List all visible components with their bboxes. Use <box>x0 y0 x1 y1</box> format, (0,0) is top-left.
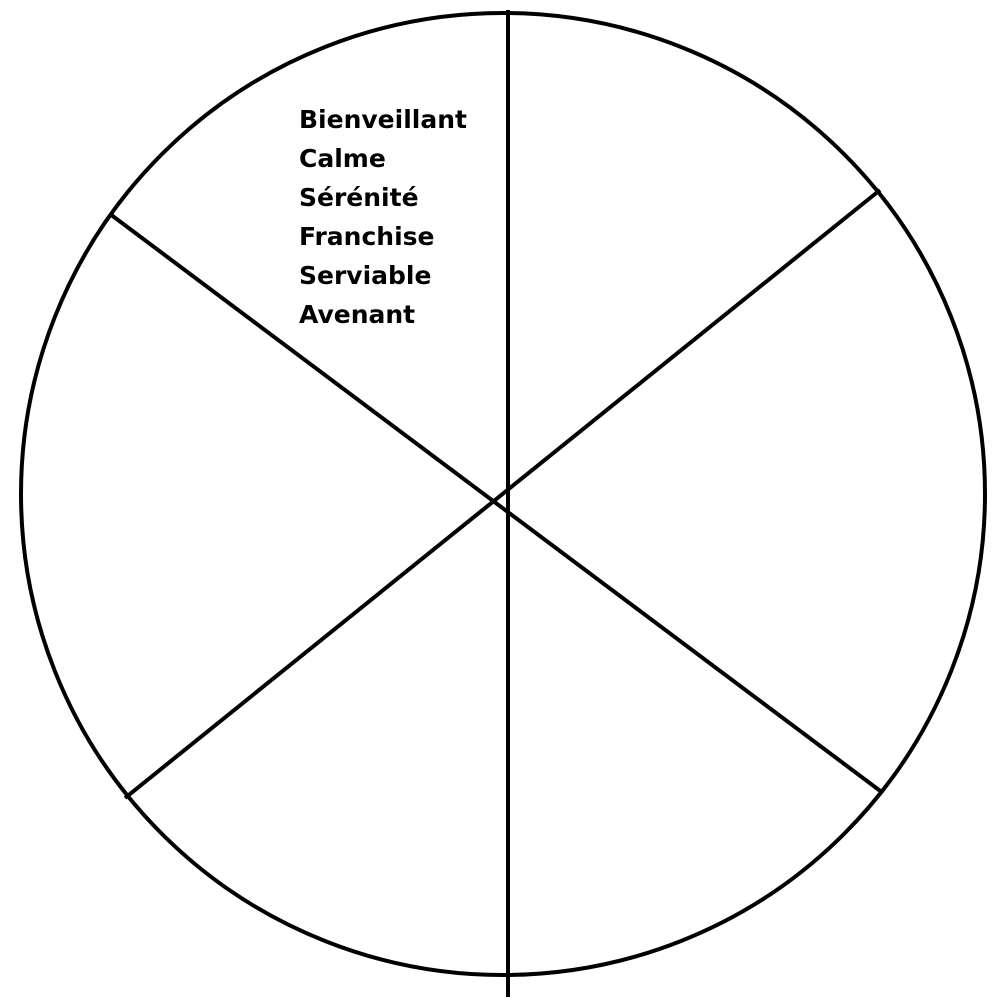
divider-diagonal-descending <box>108 212 885 795</box>
divider-diagonal-ascending <box>123 188 882 800</box>
sector-word: Bienveillant <box>299 105 467 134</box>
sector-word: Sérénité <box>299 183 419 212</box>
sector-word: Avenant <box>299 300 416 329</box>
sector-word: Calme <box>299 144 386 173</box>
sector-word-list: Bienveillant Calme Sérénité Franchise Se… <box>299 100 467 334</box>
sector-word: Serviable <box>299 261 432 290</box>
sector-word: Franchise <box>299 222 435 251</box>
wheel-circle <box>19 11 987 977</box>
